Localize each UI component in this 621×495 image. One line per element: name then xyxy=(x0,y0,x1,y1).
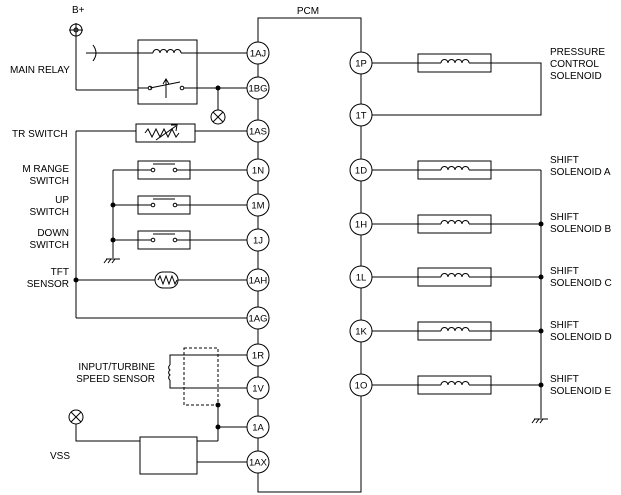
svg-text:1AH: 1AH xyxy=(249,276,268,287)
svg-text:1O: 1O xyxy=(355,381,368,392)
tr-switch xyxy=(135,123,196,143)
pin-1AJ: 1AJ xyxy=(246,41,270,65)
ground-icon xyxy=(531,418,548,424)
b-plus-terminal xyxy=(69,23,83,90)
pin-1AX: 1AX xyxy=(246,450,270,474)
shift-solenoid-b xyxy=(372,214,541,234)
svg-text:1V: 1V xyxy=(252,384,264,395)
ground-icon xyxy=(103,258,120,264)
pin-1L: 1L xyxy=(349,265,373,289)
pin-1T: 1T xyxy=(349,103,373,127)
pin-1D: 1D xyxy=(349,158,373,182)
pin-1AH: 1AH xyxy=(246,268,270,292)
main-relay xyxy=(86,39,198,105)
shift-solenoid-a xyxy=(372,160,541,180)
pin-1M: 1M xyxy=(246,193,270,217)
vss-module xyxy=(139,436,198,475)
pin-1N: 1N xyxy=(246,158,270,182)
pin-1H: 1H xyxy=(349,212,373,236)
tr-switch-label: TR SWITCH xyxy=(12,129,68,140)
svg-text:1AJ: 1AJ xyxy=(250,49,267,60)
svg-text:1AX: 1AX xyxy=(249,458,268,469)
svg-text:1T: 1T xyxy=(355,111,366,122)
pin-1J: 1J xyxy=(246,228,270,252)
svg-text:1L: 1L xyxy=(356,273,367,284)
svg-text:1K: 1K xyxy=(355,327,367,338)
svg-text:1P: 1P xyxy=(355,59,367,70)
svg-text:1AG: 1AG xyxy=(248,314,267,325)
pin-1P: 1P xyxy=(349,51,373,75)
pin-1A: 1A xyxy=(246,415,270,439)
pin-1AS: 1AS xyxy=(246,119,270,143)
svg-text:1M: 1M xyxy=(251,201,264,212)
b-plus-label: B+ xyxy=(72,5,85,16)
svg-text:1A: 1A xyxy=(252,423,264,434)
pcm-box xyxy=(257,17,362,493)
shift-solenoid-e xyxy=(372,375,541,395)
main-relay-label: MAIN RELAY xyxy=(10,65,70,76)
speed-sensor xyxy=(168,347,258,406)
pcm-label: PCM xyxy=(297,6,319,17)
pin-1K: 1K xyxy=(349,319,373,343)
pin-1AG: 1AG xyxy=(246,306,270,330)
svg-text:1AS: 1AS xyxy=(249,127,267,138)
vss-label: VSS xyxy=(50,451,70,462)
vss-lamp-icon xyxy=(68,409,84,425)
svg-text:1D: 1D xyxy=(355,166,367,177)
pin-1BG: 1BG xyxy=(246,76,270,100)
svg-text:1BG: 1BG xyxy=(248,84,267,95)
svg-text:1N: 1N xyxy=(252,166,264,177)
svg-text:1R: 1R xyxy=(252,351,264,362)
shift-solenoid-c xyxy=(372,267,541,287)
svg-text:1J: 1J xyxy=(253,236,263,247)
svg-text:1H: 1H xyxy=(355,220,367,231)
pin-1R: 1R xyxy=(246,343,270,367)
pin-1V: 1V xyxy=(246,376,270,400)
indicator-lamp-icon xyxy=(210,109,226,125)
pressure-control-coil xyxy=(417,53,492,73)
shift-solenoid-d xyxy=(372,321,541,341)
tft-thermistor xyxy=(154,271,179,289)
pin-1O: 1O xyxy=(349,373,373,397)
